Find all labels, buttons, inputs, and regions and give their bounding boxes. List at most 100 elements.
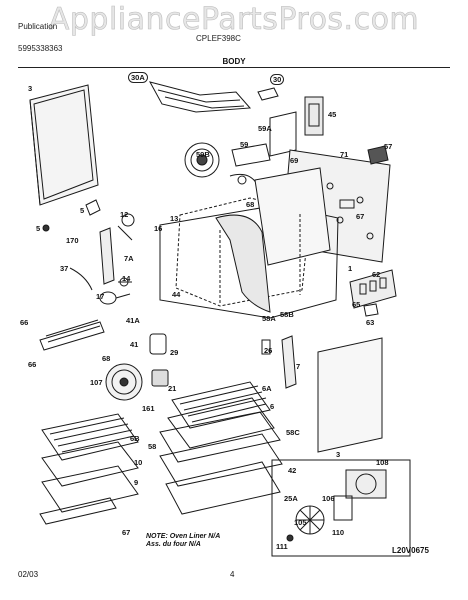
watermark: AppliancePartsPros.com [48,2,420,38]
bracket-59a [269,111,297,157]
callout-58: 58 [148,442,157,451]
callout-58b: 58B [280,310,294,319]
thermostat-12 [117,213,135,241]
callout-6a: 6A [262,384,272,393]
liner-25a [165,461,281,515]
callout-30: 30 [270,74,285,85]
callout-10: 10 [134,458,143,467]
callout-37: 37 [60,264,69,273]
top-panel-part [29,84,99,206]
oven-cavity-body [159,167,339,319]
callout-9: 9 [134,478,139,487]
liner-58 [159,411,281,463]
callout-7: 7 [296,362,301,371]
screw-5 [42,224,50,232]
bracket-106 [333,495,353,521]
callout-13: 13 [170,214,179,223]
callout-69: 69 [290,156,299,165]
callout-71: 71 [340,150,349,159]
callout-5b: 5 [36,224,41,233]
callout-105: 105 [294,518,307,527]
callout-16: 16 [154,224,163,233]
insulation-58a [215,214,271,313]
callout-1: 1 [348,264,353,273]
callout-106: 106 [322,494,335,503]
clip-26 [261,339,271,355]
header-rule [18,67,450,68]
terminal-block-62 [349,269,397,309]
footer-page: 4 [230,570,235,579]
bracket-59 [231,143,271,167]
callout-58c: 58C [286,428,300,437]
callout-170: 170 [66,236,79,245]
note-text: NOTE: Oven Liner N/A Ass. du four N/A [146,533,220,549]
model-number: CPLEF398C [196,34,241,43]
fan-guard-59b [184,142,220,178]
callout-67b: 67 [122,528,131,537]
callout-42: 42 [288,466,297,475]
callout-67: 67 [356,212,365,221]
publication-number: 5995338363 [18,44,63,53]
callout-110: 110 [332,528,345,537]
element-67 [39,497,117,525]
diagram-code: L20V0675 [392,546,429,555]
callout-44: 44 [172,290,181,299]
note-line-2: Ass. du four N/A [146,541,201,548]
broil-pan-10 [41,441,139,487]
callout-68b: 68 [102,354,111,363]
section-title: BODY [222,57,246,66]
footer-date: 02/03 [18,570,39,579]
hinge-7 [281,335,297,389]
callout-108: 108 [376,458,389,467]
bracket-30 [257,87,279,101]
callout-29: 29 [170,348,179,357]
callout-161: 161 [142,404,155,413]
rack-9 [41,465,139,513]
callout-107: 107 [90,378,103,387]
light-lens-29 [149,333,167,355]
publication-label: Publication [18,22,58,31]
callout-41: 41 [130,340,139,349]
callout-6b: 6B [130,434,140,443]
callout-59: 59 [240,140,249,149]
liner-42 [159,433,283,487]
callout-26: 26 [264,346,273,355]
callout-57: 57 [384,142,393,151]
callout-59b: 59B [196,150,210,159]
callout-66b: 66 [28,360,37,369]
callout-30a: 30A [128,72,148,83]
screw-111 [286,534,294,542]
top-element-part [149,81,252,113]
callout-14: 14 [122,274,131,283]
callout-25a: 25A [284,494,298,503]
oven-rack-6b [41,413,139,461]
bake-element-66 [39,319,105,351]
callout-41a: 41A [126,316,140,325]
callout-3: 3 [28,84,33,93]
callout-17: 17 [96,292,105,301]
note-line-1: NOTE: Oven Liner N/A [146,533,221,540]
fan-107 [105,363,143,401]
callout-7a: 7A [124,254,134,263]
callout-58a: 58A [262,314,276,323]
callout-6: 6 [270,402,275,411]
callout-68: 68 [246,200,255,209]
light-socket-17 [99,291,131,305]
callout-62: 62 [372,270,381,279]
callout-3b: 3 [336,450,341,459]
cable-37 [69,267,93,291]
callout-59a: 59A [258,124,272,133]
callout-21: 21 [168,384,177,393]
inset-box-fan [271,459,411,557]
callout-12: 12 [120,210,129,219]
bracket-45 [304,96,324,136]
side-panel-part [317,337,383,453]
oven-rack-6 [167,397,275,449]
callout-45: 45 [328,110,337,119]
callout-66: 66 [20,318,29,327]
callout-111: 111 [276,542,288,551]
oven-rack-6a [171,381,271,429]
callout-63: 63 [366,318,375,327]
